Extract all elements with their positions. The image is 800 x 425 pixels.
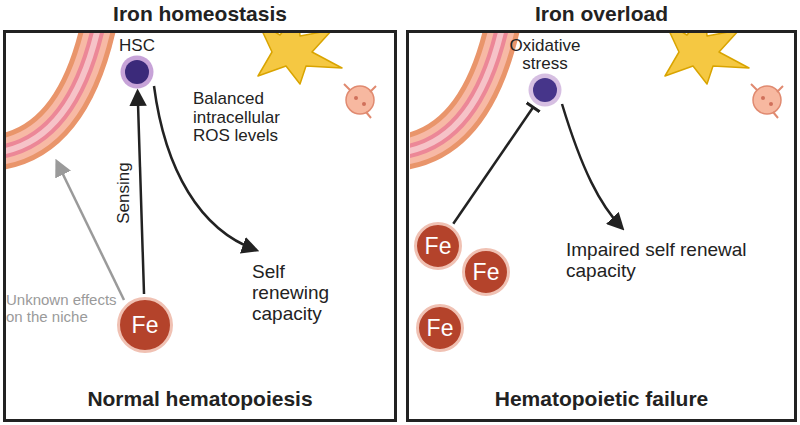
outcome-text: Balanced intracellular ROS levels	[193, 90, 308, 146]
vessel-lumen	[410, 33, 502, 152]
panel-caption: Hematopoietic failure	[409, 387, 794, 411]
cell-membrane	[529, 74, 562, 107]
cell-membrane	[121, 56, 154, 89]
vessel-layer	[6, 33, 98, 152]
vessel-wall	[6, 33, 98, 152]
panel-title: Iron homeostasis	[6, 2, 394, 26]
granule	[354, 96, 358, 100]
niche-left	[6, 33, 376, 300]
vessel-wall	[410, 33, 502, 152]
cell-label: Oxidative stress	[499, 37, 591, 73]
iron-atom: Fe	[414, 222, 462, 270]
panel-title: Iron overload	[409, 2, 794, 26]
niche-cell-process	[751, 84, 783, 118]
niche-right	[410, 33, 783, 228]
edge-label: Sensing	[115, 160, 133, 225]
scenario-panel: Oxidative stressFeFeFeIron overloadHemat…	[406, 30, 797, 422]
granule	[769, 102, 773, 106]
stromal-cell	[258, 33, 342, 84]
element-symbol: Fe	[425, 234, 452, 258]
niche-cell-process	[344, 84, 376, 118]
note-text: Unknown effects on the niche	[6, 292, 118, 325]
vessel-core	[410, 33, 502, 152]
hsc-circle	[528, 73, 562, 107]
panel-caption: Normal hematopoiesis	[6, 387, 394, 411]
iron-atom: Fe	[462, 248, 510, 296]
niche-cell	[346, 86, 374, 114]
hsc-circle	[120, 55, 154, 89]
vessel-core	[6, 33, 98, 152]
hsc-cell: Oxidative stress	[499, 37, 591, 107]
granule	[761, 96, 765, 100]
cell-nucleus	[125, 60, 149, 84]
element-symbol: Fe	[132, 313, 159, 337]
sensing-arrow	[138, 92, 144, 294]
granule	[362, 102, 366, 106]
iron-atom: Fe	[117, 297, 173, 353]
vessel-lumen	[6, 33, 98, 152]
renewal-arrow	[562, 104, 622, 228]
outcome-text: Self renewing capacity	[252, 262, 352, 325]
iron-atom: Fe	[416, 304, 464, 352]
inhibition-line	[453, 107, 533, 223]
cell-nucleus	[533, 78, 557, 102]
stromal-cell	[665, 33, 749, 84]
hsc-cell: HSC	[112, 37, 162, 89]
element-symbol: Fe	[427, 316, 454, 340]
outcome-text: Impaired self renewal capacity	[566, 240, 766, 282]
scenario-panel: HSCFeIron homeostasisNormal hematopoiesi…	[3, 30, 397, 422]
element-symbol: Fe	[473, 260, 500, 284]
cell-label: HSC	[119, 37, 155, 55]
niche-cell	[753, 86, 781, 114]
vessel-layer	[410, 33, 502, 152]
